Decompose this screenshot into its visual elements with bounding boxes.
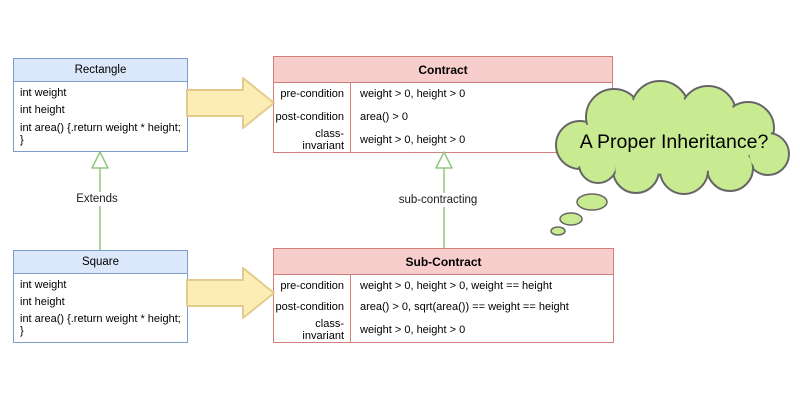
contract-row: class-invariant weight > 0, height > 0 [274,318,613,342]
contract-row: pre-condition weight > 0, height > 0 [274,83,612,106]
class-member: int height [20,104,65,117]
class-member: int height [20,295,65,308]
contract-row-label: pre-condition [274,83,351,106]
subcontracting-edge-label: sub-contracting [395,193,481,207]
contract-row-value: weight > 0, height > 0 [360,324,466,336]
subcontract-body: pre-condition weight > 0, height > 0, we… [274,275,613,342]
contract-row-label: class-invariant [274,128,351,152]
inheritance-triangle-icon [435,151,453,169]
class-member: int weight [20,278,67,291]
right-arrow-icon [186,77,275,129]
right-arrow-icon [186,267,275,319]
contract-row: post-condition area() > 0 [274,105,612,128]
contract-row-label: class-invariant [274,318,351,342]
block-arrow-rectangle-to-contract [186,77,275,129]
contract-row-label: post-condition [274,105,351,128]
contract-table: Contract pre-condition weight > 0, heigh… [273,56,613,153]
class-member: int area() {.return weight * height; } [20,313,181,338]
contract-row-value: weight > 0, height > 0 [360,88,466,101]
cloud-fill [558,83,787,192]
contract-body: pre-condition weight > 0, height > 0 pos… [274,83,612,152]
class-title-rectangle: Rectangle [14,59,187,82]
class-body-rectangle: int weight int height int area() {.retur… [14,82,187,151]
contract-row: class-invariant weight > 0, height > 0 [274,128,612,152]
subcontract-title: Sub-Contract [274,249,613,275]
class-body-square: int weight int height int area() {.retur… [14,274,187,342]
contract-row: post-condition area() > 0, sqrt(area()) … [274,296,613,318]
contract-row-label: post-condition [274,296,351,318]
contract-row-label: pre-condition [274,275,351,297]
extends-edge-label: Extends [73,192,121,206]
thought-bubble: A Proper Inheritance? [550,80,790,236]
class-member: int weight [20,86,67,99]
contract-row-value: area() > 0, sqrt(area()) == weight == he… [360,301,569,314]
subcontract-table: Sub-Contract pre-condition weight > 0, h… [273,248,614,343]
contract-row-value: area() > 0 [360,110,408,123]
class-box-square: Square int weight int height int area() … [13,250,188,343]
class-box-rectangle: Rectangle int weight int height int area… [13,58,188,152]
contract-row-value: weight > 0, height > 0, weight == height [360,279,553,292]
class-member: int area() {.return weight * height; } [20,122,181,147]
contract-row: pre-condition weight > 0, height > 0, we… [274,275,613,297]
contract-row-value: weight > 0, height > 0 [360,134,466,146]
inheritance-triangle-icon [91,151,109,169]
thought-trail-bubbles [550,193,608,236]
block-arrow-square-to-subcontract [186,267,275,319]
class-title-square: Square [14,251,187,274]
contract-title: Contract [274,57,612,83]
thought-bubble-text: A Proper Inheritance? [580,131,769,153]
